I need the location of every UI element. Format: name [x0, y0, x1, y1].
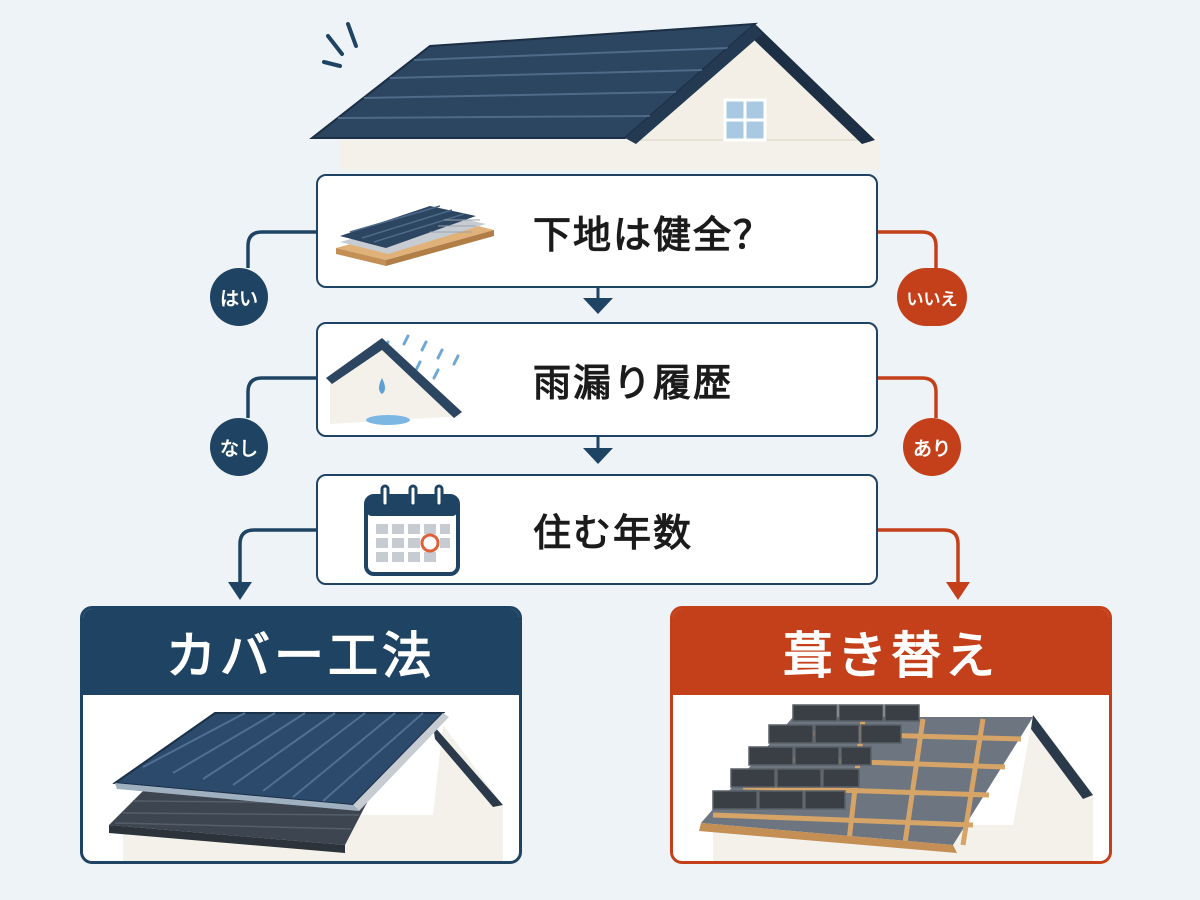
result-cover-method: カバー工法: [80, 606, 522, 864]
window: [723, 98, 767, 142]
house-illustration: [309, 22, 880, 170]
connector-left-3: [238, 528, 318, 584]
connector-right-3: [878, 528, 960, 584]
roof-layers-icon: [336, 205, 494, 266]
cover-method-illustration: [109, 712, 503, 861]
question-label-substrate: 下地は健全？: [533, 212, 774, 257]
alert-marks: [322, 22, 358, 68]
question-box-years: 住む年数: [316, 474, 878, 585]
connector-left-2: [246, 376, 318, 418]
badge-no-2: あり: [903, 418, 961, 476]
badge-no-1: いいえ: [897, 268, 967, 326]
question-label-leak-history: 雨漏り履歴: [533, 361, 734, 405]
connector-right-1: [878, 230, 938, 268]
result-reroof: 葺き替え: [670, 606, 1112, 864]
down-arrow-2: [583, 448, 613, 464]
result-cover-title: カバー工法: [83, 609, 519, 695]
badge-yes-1: はい: [210, 268, 268, 326]
question-box-substrate: 下地は健全？: [316, 174, 878, 288]
down-arrow-1: [583, 298, 613, 314]
connector-right-2: [878, 376, 938, 418]
reroof-illustration: [699, 704, 1093, 861]
arrowhead-left-3: [228, 582, 252, 600]
arrowhead-right-3: [946, 582, 970, 600]
roof-leak-icon: [326, 334, 462, 425]
calendar-icon: [364, 484, 460, 576]
badge-yes-2: なし: [210, 418, 268, 476]
question-label-years: 住む年数: [533, 511, 694, 555]
result-reroof-title: 葺き替え: [673, 609, 1109, 695]
question-box-leak-history: 雨漏り履歴: [316, 322, 878, 437]
connector-left-1: [246, 230, 318, 268]
